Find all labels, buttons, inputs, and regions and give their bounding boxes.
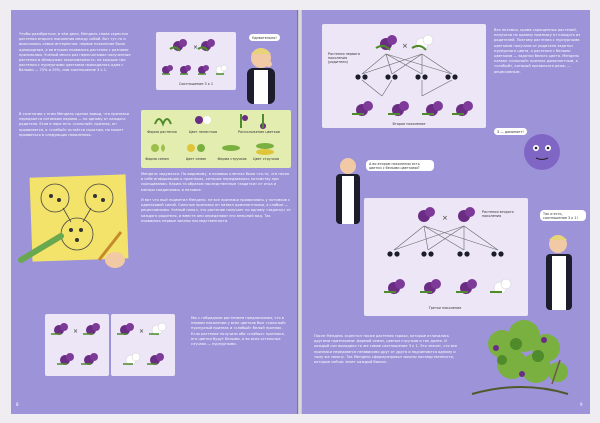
trait-icon-flower-position: [240, 114, 266, 129]
second-generation-diagram: ×: [352, 34, 473, 116]
hand-icon: [105, 252, 125, 268]
gene-dots-bottom: [387, 251, 504, 257]
trait-icon-seed-shape: [151, 144, 165, 152]
cross-panel-purple: ×: [45, 314, 109, 376]
gene-dots: [355, 74, 458, 80]
speech-bubble-right: Так и есть, соотношение 3 к 1!: [540, 210, 586, 222]
cross-white-illustration: ×: [117, 322, 167, 366]
notebook-sketch-illustration: [18, 174, 129, 268]
cross-lines-bottom: [393, 225, 499, 251]
right-page: ×: [302, 10, 590, 414]
trait-label-flower-position: Расположение цветков: [238, 130, 280, 134]
ratio-panel: × Соотношение 3 к 1: [156, 32, 236, 90]
cross-panel-white: ×: [111, 314, 175, 376]
ratio-callout: 3 — доминант!: [494, 128, 527, 136]
trait-label-seed-shape: Форма семян: [145, 157, 169, 161]
cross-purple-illustration: ×: [51, 323, 100, 365]
left-paragraph-3: Мендель задумался. По-видимому, в половы…: [141, 172, 291, 223]
trait-label-pod-shape: Форма стручков: [217, 157, 247, 161]
trait-icon-pod-shape: [222, 145, 240, 151]
left-page: Чтобы разобраться, в чём дело, Мендель с…: [11, 10, 298, 414]
pea-pod-icon: [18, 233, 64, 263]
trait-label-petal-color: Цвет лепестков: [188, 130, 218, 134]
traits-icons: [151, 114, 274, 155]
speech-bubble-left: Удивительно!: [249, 34, 280, 42]
second-gen-parents: ×: [418, 207, 475, 222]
svg-text:×: ×: [193, 44, 198, 51]
svg-text:×: ×: [402, 42, 408, 50]
trait-icon-pod-color: [256, 143, 274, 155]
pea-character-icon: [524, 134, 560, 170]
page-number-right: 9: [580, 402, 583, 407]
trait-icon-petal-color: [195, 116, 211, 124]
right-paragraph-bottom: После Мендель скрестил также растения го…: [314, 334, 458, 365]
mendel-standing-illustration: [336, 158, 360, 224]
cross-lines: [361, 53, 453, 97]
left-paragraph-1: Чтобы разобраться, в чём дело, Мендель с…: [19, 32, 131, 73]
book-gutter: [297, 10, 303, 414]
trait-label-seed-color: Цвет семян: [185, 157, 207, 161]
trait-label-plant-shape: Форма растения: [147, 130, 177, 134]
question-callout: А во втором поколении есть цветки с белы…: [366, 160, 434, 172]
parent-white-plant: [411, 34, 434, 51]
svg-text:×: ×: [73, 328, 78, 335]
page-number-left: 8: [16, 402, 19, 407]
trait-icon-seed-color: [187, 144, 205, 152]
svg-text:×: ×: [139, 328, 144, 335]
ratio-plants-illustration: ×: [162, 39, 228, 75]
traits-panel: Форма растения Цвет лепестков Расположен…: [141, 110, 291, 168]
mendel-pointing-illustration: [546, 235, 572, 310]
generation-panel-top: ×: [322, 24, 486, 128]
parent-label: Растения первого поколения (родители): [328, 52, 360, 64]
trait-label-pod-color: Цвет стручков: [253, 157, 279, 161]
third-generation-diagram: ×: [384, 207, 512, 295]
second-generation-label: Второе поколение: [392, 122, 426, 126]
ratio-label: Соотношение 3 к 1: [178, 82, 214, 86]
parent-flower-left: [169, 39, 187, 52]
left-paragraph-4: Мы с гибридным растением предположим, чт…: [191, 316, 287, 347]
parent-flower-right: [197, 39, 215, 52]
second-gen-plants: [352, 101, 473, 116]
second-generation-plants-label: Растения второго поколения: [482, 210, 514, 218]
trait-icon-plant-shape: [154, 118, 172, 127]
pea-bush-illustration: [471, 320, 569, 395]
pencil-icon: [97, 231, 123, 261]
third-generation-label: Третье поколение: [428, 306, 462, 310]
offspring-row: [162, 64, 228, 75]
third-gen-plants: [384, 278, 512, 295]
parent-purple-plant: [375, 35, 397, 51]
svg-text:×: ×: [442, 214, 448, 222]
generation-panel-bottom: × Р: [364, 198, 528, 316]
mendel-thinking-illustration: [247, 48, 275, 104]
right-paragraph-top: Все потомки, кроме скрещенных растений, …: [494, 28, 581, 74]
left-paragraph-2: В сочетании с этим Мендель сделал вывод,…: [19, 112, 130, 137]
